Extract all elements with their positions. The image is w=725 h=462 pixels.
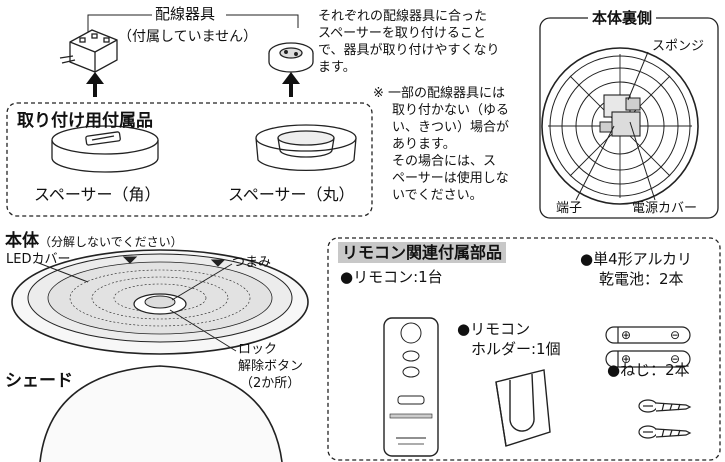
battery-label-2: 乾電池：2本 [599,270,684,288]
back-view-title: 本体裏側 [588,11,657,26]
shade-label: シェード [5,371,73,391]
warning-line-1: ※ 一部の配線器具には [373,86,506,101]
remote-accessories-title-text: リモコン関連付属部品 [338,242,507,263]
spacer-round-label: スペーサー（丸） [228,185,355,204]
terminal-label: 端子 [556,201,583,216]
warning-line-6: ペーサーは使用しな [392,171,509,186]
power-cover-label: 電源カバー [632,201,698,216]
warning-line-5: その場合には、ス [392,154,497,169]
round-spacer-icon [255,124,357,172]
warning-line-3: い、きつい）場合が [392,120,510,135]
screw-icon [638,399,692,413]
intro-line-4: ます。 [318,60,356,75]
lock-release-line-3: （2か所） [240,376,301,391]
plus-icon: ⊕ [621,328,632,342]
sponge-label: スポンジ [652,39,705,54]
lock-release-line-2: 解除ボタン [238,359,304,374]
remote-accessories-title: リモコン関連付属部品 [338,242,507,263]
knob-label: つまみ [232,255,272,270]
battery-icon [605,326,691,344]
remote-label: ●リモコン:1台 [340,268,443,286]
screw-label: ●ねじ：2本 [607,361,690,379]
battery-icon [605,350,691,368]
square-spacer-icon [51,125,159,173]
remote-holder-icon [495,369,551,447]
intro-line-1: それぞれの配線器具に合った [318,9,488,24]
holder-label-1: ●リモコン [457,320,531,338]
round-wiring-device-icon [268,42,314,73]
lock-release-line-1: ロック [238,342,278,357]
screw-icon [638,425,692,439]
battery-label-1: ●単4形アルカリ [580,250,693,268]
warning-line-2: 取り付かない（ゆる [392,103,510,118]
lamp-back-view-icon [541,47,699,205]
up-arrow-icon [86,72,104,97]
body-title-group: 本体（分解しないでください） [5,233,183,250]
holder-label-2: ホルダー:1個 [471,340,561,358]
remote-control-icon [383,317,439,457]
up-arrow-icon [282,72,300,97]
intro-line-3: で、器具が取り付けやすくなり [318,43,500,58]
wiring-note: （付属していません） [118,29,258,45]
shade-icon [39,365,283,462]
mounting-accessories-title: 取り付け用付属品 [17,111,153,131]
lamp-body-icon [11,249,309,355]
led-cover-label: LEDカバー [6,252,71,267]
warning-line-4: あります。 [392,137,456,152]
square-wiring-device-icon [59,29,118,73]
minus-icon: ⊖ [670,328,681,342]
intro-line-2: スペーサーを取り付けること [318,26,486,41]
minus-icon: ⊖ [670,352,681,366]
warning-line-7: いでください。 [392,188,483,203]
body-title: 本体 [5,231,39,251]
wiring-label: 配線器具 [155,5,216,23]
body-note: （分解しないでください） [39,235,183,249]
spacer-square-label: スペーサー（角） [34,185,161,204]
plus-icon: ⊕ [621,352,632,366]
